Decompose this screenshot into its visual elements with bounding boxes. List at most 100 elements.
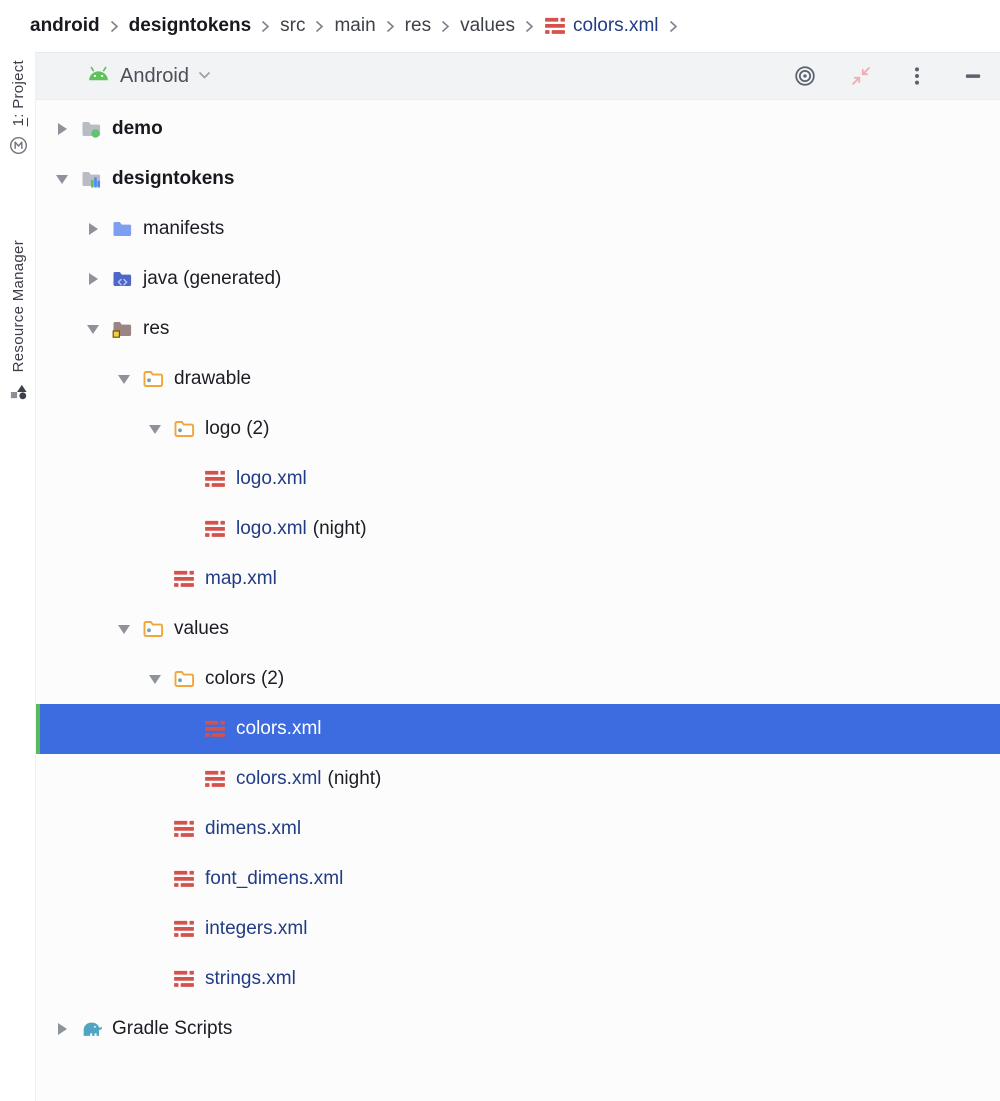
tree-row-label: java (generated) bbox=[143, 268, 282, 289]
chevron-right-icon bbox=[315, 20, 324, 33]
sidebar-tab-project-label: 1: Project bbox=[9, 60, 27, 127]
tree-row-label: map.xml bbox=[205, 568, 277, 589]
breadcrumb-item-label: designtokens bbox=[128, 15, 252, 36]
tree-row-label: demo bbox=[112, 118, 163, 139]
tree-row-logo-xml-night[interactable]: logo.xml(night) bbox=[36, 504, 1000, 554]
breadcrumb-item-values[interactable]: values bbox=[460, 15, 515, 37]
tree-row-logo-xml[interactable]: logo.xml bbox=[36, 454, 1000, 504]
project-tree: demo designtokens manifests java (generated… bbox=[36, 100, 1000, 1101]
breadcrumb-item-res[interactable]: res bbox=[405, 15, 431, 37]
chevron-collapsed-icon[interactable] bbox=[77, 223, 109, 235]
tree-row-res[interactable]: res bbox=[36, 304, 1000, 354]
tree-row-label: values bbox=[174, 618, 229, 639]
tree-row-dimens-xml[interactable]: dimens.xml bbox=[36, 804, 1000, 854]
tool-window-header: Android bbox=[36, 52, 1000, 100]
xml-file-icon bbox=[202, 467, 228, 491]
chevron-right-icon bbox=[386, 20, 395, 33]
sidebar-tab-resource-manager-label: Resource Manager bbox=[9, 240, 27, 373]
tree-row-label: colors.xml bbox=[236, 718, 322, 739]
tree-row-gradle-scripts[interactable]: Gradle Scripts bbox=[36, 1004, 1000, 1054]
folder-resource-icon bbox=[140, 367, 166, 391]
breadcrumb-item-label: values bbox=[460, 15, 515, 36]
gradle-icon bbox=[78, 1017, 104, 1041]
tree-row-label: strings.xml bbox=[205, 968, 296, 989]
folder-resource-icon bbox=[140, 617, 166, 641]
breadcrumb-item-main[interactable]: main bbox=[334, 15, 375, 37]
android-logo-icon bbox=[86, 66, 111, 87]
xml-file-icon bbox=[171, 967, 197, 991]
breadcrumb-item-src[interactable]: src bbox=[280, 15, 305, 37]
tree-row-font-dimens-xml[interactable]: font_dimens.xml bbox=[36, 854, 1000, 904]
xml-file-icon bbox=[202, 517, 228, 541]
minimize-icon[interactable] bbox=[960, 63, 986, 89]
chevron-expanded-icon[interactable] bbox=[108, 624, 140, 634]
chevron-right-icon bbox=[525, 20, 534, 33]
tree-row-map-xml[interactable]: map.xml bbox=[36, 554, 1000, 604]
collapse-icon[interactable] bbox=[848, 63, 874, 89]
tree-row-colors-2[interactable]: colors (2) bbox=[36, 654, 1000, 704]
xml-file-icon bbox=[171, 867, 197, 891]
tree-row-drawable[interactable]: drawable bbox=[36, 354, 1000, 404]
folder-resource-icon bbox=[171, 417, 197, 441]
tree-row-logo-2[interactable]: logo (2) bbox=[36, 404, 1000, 454]
more-options-icon[interactable] bbox=[904, 63, 930, 89]
breadcrumb: android designtokens src main res values color… bbox=[0, 0, 1000, 52]
tree-row-label: dimens.xml bbox=[205, 818, 302, 839]
view-selector-label: Android bbox=[120, 64, 189, 87]
chevron-right-icon bbox=[261, 20, 270, 33]
tree-row-label: Gradle Scripts bbox=[112, 1018, 233, 1039]
tree-row-label: integers.xml bbox=[205, 918, 308, 939]
xml-file-icon bbox=[171, 917, 197, 941]
tree-row-values[interactable]: values bbox=[36, 604, 1000, 654]
breadcrumb-item-label: android bbox=[30, 15, 100, 36]
chevron-right-icon bbox=[441, 20, 450, 33]
tree-row-label: manifests bbox=[143, 218, 225, 239]
tree-row-qualifier: (night) bbox=[312, 518, 367, 539]
chevron-collapsed-icon[interactable] bbox=[77, 273, 109, 285]
tree-row-label: colors.xml bbox=[236, 768, 322, 789]
tree-row-label: designtokens bbox=[112, 168, 235, 189]
tree-row-label: drawable bbox=[174, 368, 252, 389]
tree-row-designtokens[interactable]: designtokens bbox=[36, 154, 1000, 204]
chevron-collapsed-icon[interactable] bbox=[46, 1023, 78, 1035]
xml-file-icon bbox=[171, 817, 197, 841]
tree-row-strings-xml[interactable]: strings.xml bbox=[36, 954, 1000, 1004]
chevron-collapsed-icon[interactable] bbox=[46, 123, 78, 135]
module-lib-icon bbox=[78, 167, 104, 191]
xml-file-icon bbox=[171, 567, 197, 591]
tree-row-colors-xml-night[interactable]: colors.xml(night) bbox=[36, 754, 1000, 804]
folder-res-icon bbox=[109, 317, 135, 341]
breadcrumb-item-label: src bbox=[280, 15, 306, 36]
tree-row-java-generated[interactable]: java (generated) bbox=[36, 254, 1000, 304]
tree-row-label: logo.xml bbox=[236, 518, 307, 539]
tree-row-manifests[interactable]: manifests bbox=[36, 204, 1000, 254]
breadcrumb-item-designtokens[interactable]: designtokens bbox=[129, 15, 251, 37]
sidebar-tab-resource-manager[interactable]: Resource Manager bbox=[0, 240, 36, 401]
xml-file-icon bbox=[544, 14, 566, 38]
tree-row-colors-xml[interactable]: colors.xml bbox=[36, 704, 1000, 754]
chevron-expanded-icon[interactable] bbox=[139, 674, 171, 684]
chevron-expanded-icon[interactable] bbox=[108, 374, 140, 384]
chevron-expanded-icon[interactable] bbox=[139, 424, 171, 434]
module-app-icon bbox=[78, 117, 104, 141]
chevron-expanded-icon[interactable] bbox=[77, 324, 109, 334]
tool-window-stripe: 1: Project Resource Manager bbox=[0, 52, 36, 1101]
tree-row-qualifier: (night) bbox=[327, 768, 382, 789]
chevron-right-icon bbox=[110, 20, 119, 33]
tree-row-demo[interactable]: demo bbox=[36, 104, 1000, 154]
tree-row-integers-xml[interactable]: integers.xml bbox=[36, 904, 1000, 954]
chevron-expanded-icon[interactable] bbox=[46, 174, 78, 184]
circled-m-icon bbox=[9, 136, 28, 155]
shapes-icon bbox=[9, 382, 28, 401]
view-selector[interactable]: Android bbox=[86, 65, 211, 88]
locate-file-icon[interactable] bbox=[792, 63, 818, 89]
tool-window-actions bbox=[792, 63, 986, 89]
tree-row-label: colors (2) bbox=[205, 668, 285, 689]
sidebar-tab-project[interactable]: 1: Project bbox=[0, 60, 36, 155]
chevron-right-icon bbox=[669, 20, 678, 33]
breadcrumb-item-android[interactable]: android bbox=[30, 15, 100, 37]
breadcrumb-item-label: main bbox=[334, 15, 376, 36]
tree-row-label: logo (2) bbox=[205, 418, 270, 439]
breadcrumb-item-colors-xml[interactable]: colors.xml bbox=[544, 14, 659, 38]
